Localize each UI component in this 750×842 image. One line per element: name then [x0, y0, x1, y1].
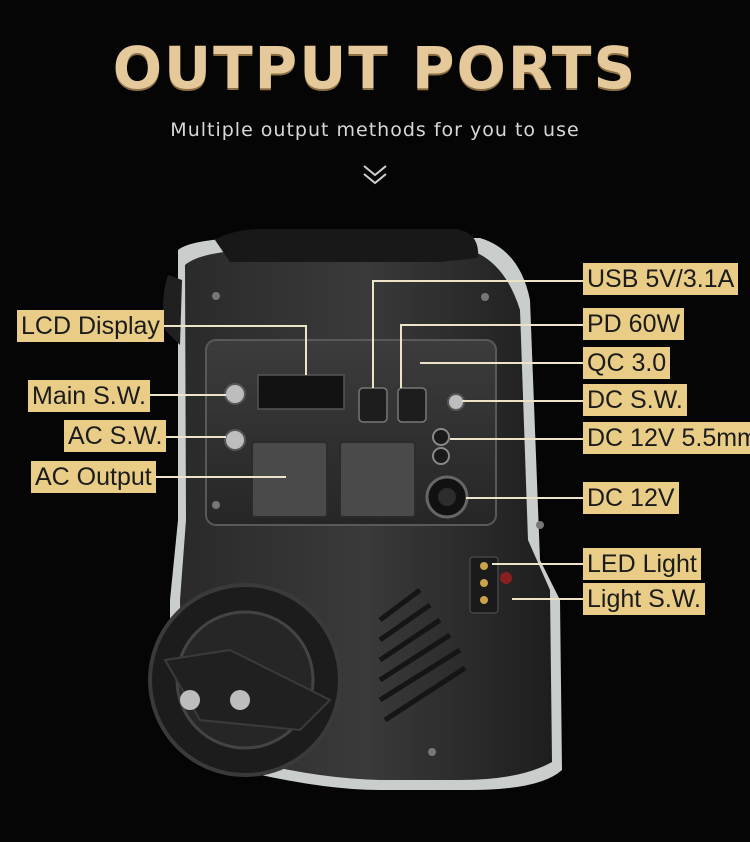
page-title: OUTPUT PORTS	[112, 34, 638, 102]
leader-lcd-v	[305, 325, 307, 375]
ac-socket-1	[251, 441, 328, 518]
leader-qc	[420, 362, 583, 364]
label-lcd-display: LCD Display	[17, 310, 164, 342]
ac-socket-2	[339, 441, 416, 518]
main-switch	[224, 383, 246, 405]
leader-ac-sw	[156, 436, 226, 438]
top-handle	[215, 229, 479, 262]
leader-main-sw	[148, 394, 226, 396]
label-pd: PD 60W	[583, 308, 685, 340]
leader-usb-v	[372, 280, 374, 388]
leader-lcd	[157, 325, 307, 327]
dc-5521-port-2	[432, 447, 450, 465]
leader-dc-sw	[462, 400, 583, 402]
usb-port	[358, 387, 388, 423]
label-led-light: LED Light	[583, 548, 701, 580]
label-dc-12v: DC 12V	[583, 482, 679, 514]
label-light-sw: Light S.W.	[583, 583, 705, 615]
leader-pd	[400, 324, 583, 326]
leader-dc-5521	[450, 438, 583, 440]
chevron-down-icon	[363, 165, 387, 185]
label-dc-5521: DC 12V 5.5mm	[583, 422, 750, 454]
leader-pd-v	[400, 324, 402, 388]
leader-led	[492, 563, 583, 565]
light-switch	[500, 572, 512, 584]
lcd-screen	[257, 374, 345, 410]
vents	[378, 588, 467, 723]
label-ac-sw: AC S.W.	[64, 420, 167, 452]
label-usb: USB 5V/3.1A	[583, 263, 739, 295]
side-panel	[163, 275, 182, 345]
ac-switch	[224, 429, 246, 451]
leader-usb	[372, 280, 583, 282]
dc-5521-port-1	[432, 428, 450, 446]
label-dc-sw: DC S.W.	[583, 384, 687, 416]
leader-ac-output	[156, 476, 286, 478]
label-ac-output: AC Output	[31, 461, 156, 493]
dc-switch	[447, 393, 465, 411]
page-subtitle: Multiple output methods for you to use	[170, 119, 580, 141]
leader-light-sw	[512, 598, 583, 600]
label-qc: QC 3.0	[583, 347, 671, 379]
pd-port	[397, 387, 427, 423]
label-main-sw: Main S.W.	[28, 380, 150, 412]
leader-dc-12v	[466, 497, 583, 499]
